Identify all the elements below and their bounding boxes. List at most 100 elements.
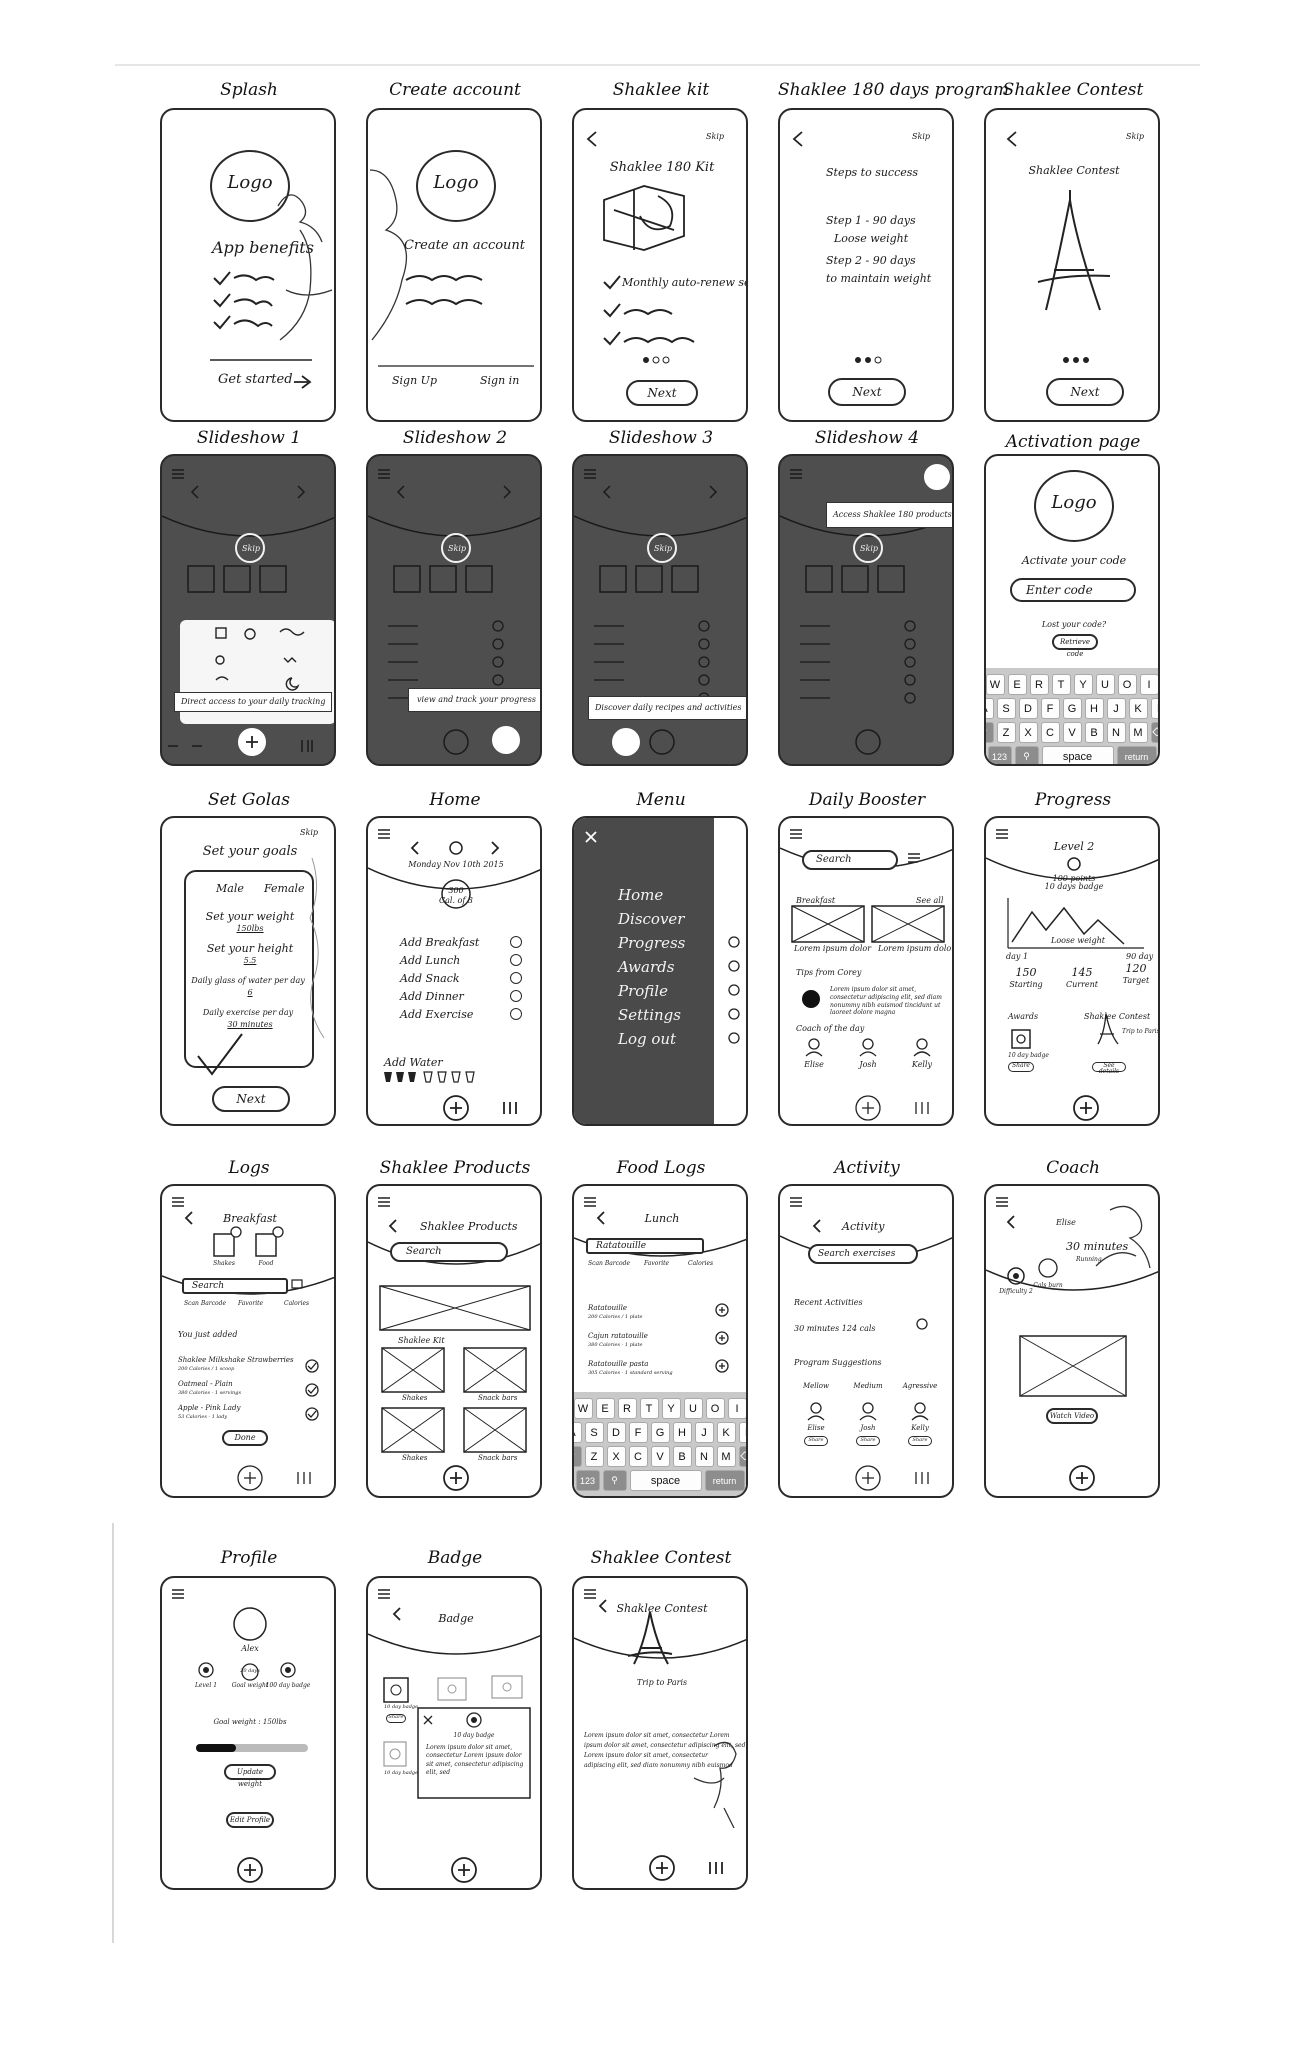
menu-item[interactable]: Discover <box>618 910 685 928</box>
key[interactable]: N <box>1106 722 1126 743</box>
key[interactable]: H <box>672 1422 692 1443</box>
shift-key-icon[interactable]: ⇧ <box>574 1446 582 1467</box>
key[interactable]: J <box>1106 698 1126 719</box>
details-button[interactable]: See details <box>1092 1062 1126 1075</box>
key[interactable]: K <box>716 1422 736 1443</box>
key[interactable]: I <box>1139 674 1158 695</box>
calories-link[interactable]: Calories <box>284 1300 310 1307</box>
next-button[interactable]: Next <box>828 378 906 406</box>
share-button[interactable]: Share <box>386 1714 406 1723</box>
key-mic-icon[interactable]: ⚲ <box>1014 746 1039 764</box>
sign-in-link[interactable]: Sign in <box>480 374 520 387</box>
key[interactable]: O <box>1117 674 1137 695</box>
backspace-key-icon[interactable]: ⌫ <box>1150 722 1158 743</box>
skip-link[interactable]: Skip <box>448 544 467 553</box>
watch-video-button[interactable]: Watch Video <box>1046 1408 1098 1424</box>
key[interactable]: T <box>639 1398 659 1419</box>
discover-icon[interactable] <box>612 728 640 756</box>
weight-value[interactable]: 150lbs <box>236 924 264 933</box>
key[interactable]: V <box>1062 722 1082 743</box>
key-return[interactable]: return <box>1116 746 1157 764</box>
menu-item[interactable]: Awards <box>618 958 675 976</box>
next-button[interactable]: Next <box>212 1086 290 1112</box>
key[interactable]: D <box>1018 698 1038 719</box>
key[interactable]: J <box>694 1422 714 1443</box>
key[interactable]: E <box>595 1398 615 1419</box>
female-option[interactable]: Female <box>264 882 305 895</box>
add-item-icon[interactable] <box>510 936 522 948</box>
key[interactable]: W <box>574 1398 593 1419</box>
share-button-1[interactable]: Share <box>804 1436 828 1446</box>
key[interactable]: R <box>1029 674 1049 695</box>
scan-barcode-link[interactable]: Scan Barcode <box>588 1260 631 1267</box>
shaklee-products-icon[interactable] <box>924 464 950 490</box>
key[interactable]: S <box>584 1422 604 1443</box>
search-input[interactable]: Ratatouille <box>586 1238 704 1254</box>
calories-link[interactable]: Calories <box>688 1260 714 1267</box>
edit-profile-button[interactable]: Edit Profile <box>226 1812 274 1828</box>
key[interactable]: T <box>1051 674 1071 695</box>
key-mic-icon[interactable]: ⚲ <box>602 1470 627 1491</box>
menu-item[interactable]: Profile <box>618 982 668 1000</box>
shakes-caption[interactable]: Shakes <box>402 1394 428 1402</box>
key-123[interactable]: 123 <box>575 1470 600 1491</box>
see-all-link[interactable]: See all <box>916 896 944 905</box>
share-button[interactable]: Share <box>1008 1062 1034 1072</box>
retrieve-code-button[interactable]: Retrieve code <box>1052 634 1098 658</box>
skip-link[interactable]: Skip <box>860 544 879 553</box>
add-item-icon[interactable] <box>510 990 522 1002</box>
add-item-icon[interactable] <box>510 1008 522 1020</box>
skip-link[interactable]: Skip <box>300 828 319 837</box>
key[interactable]: K <box>1128 698 1148 719</box>
key-return[interactable]: return <box>704 1470 745 1491</box>
snack-caption-2[interactable]: Snack bars <box>478 1454 518 1462</box>
search-input[interactable]: Search <box>390 1242 508 1262</box>
key[interactable]: V <box>650 1446 670 1467</box>
backspace-key-icon[interactable]: ⌫ <box>738 1446 746 1467</box>
food-entry-name[interactable]: Ratatouille <box>588 1304 627 1312</box>
add-button[interactable] <box>238 728 266 756</box>
key[interactable]: B <box>672 1446 692 1467</box>
key[interactable]: N <box>694 1446 714 1467</box>
share-button-2[interactable]: Share <box>856 1436 880 1446</box>
skip-link[interactable]: Skip <box>912 132 931 141</box>
food-entry-name[interactable]: Cajun ratatouille <box>588 1332 648 1340</box>
progress-icon[interactable] <box>492 726 520 754</box>
update-weight-button[interactable]: Update weight <box>224 1764 276 1788</box>
favorite-link[interactable]: Favorite <box>238 1300 264 1307</box>
key[interactable]: X <box>606 1446 626 1467</box>
key[interactable]: B <box>1084 722 1104 743</box>
key[interactable]: H <box>1084 698 1104 719</box>
key[interactable]: L <box>1150 698 1158 719</box>
water-value[interactable]: 6 <box>247 988 253 997</box>
skip-link[interactable]: Skip <box>1126 132 1145 141</box>
add-item-icon[interactable] <box>510 972 522 984</box>
kit-caption[interactable]: Shaklee Kit <box>398 1336 445 1345</box>
shakes-caption-2[interactable]: Shakes <box>402 1454 428 1462</box>
back-icon[interactable] <box>574 110 748 422</box>
key[interactable]: E <box>1007 674 1027 695</box>
key-space[interactable]: space <box>1041 746 1114 764</box>
key[interactable]: W <box>986 674 1005 695</box>
next-button[interactable]: Next <box>626 380 698 406</box>
key[interactable]: U <box>683 1398 703 1419</box>
snack-caption[interactable]: Snack bars <box>478 1394 518 1402</box>
key[interactable]: A <box>574 1422 582 1443</box>
skip-link[interactable]: Skip <box>654 544 673 553</box>
key[interactable]: M <box>716 1446 736 1467</box>
key[interactable]: Z <box>584 1446 604 1467</box>
share-button-3[interactable]: Share <box>908 1436 932 1446</box>
exercise-value[interactable]: 30 minutes <box>227 1020 273 1029</box>
favorite-link[interactable]: Favorite <box>644 1260 670 1267</box>
meal-row-label[interactable]: Add Snack <box>400 972 460 985</box>
shift-key-icon[interactable]: ⇧ <box>986 722 994 743</box>
sign-up-link[interactable]: Sign Up <box>392 374 437 387</box>
key-123[interactable]: 123 <box>987 746 1012 764</box>
get-started-link[interactable]: Get started <box>218 372 293 387</box>
search-input[interactable]: Search exercises <box>808 1244 918 1264</box>
key[interactable]: C <box>628 1446 648 1467</box>
key[interactable]: S <box>996 698 1016 719</box>
done-button[interactable]: Done <box>222 1430 268 1446</box>
key[interactable]: I <box>727 1398 746 1419</box>
food-entry-name[interactable]: Ratatouille pasta <box>588 1360 649 1368</box>
